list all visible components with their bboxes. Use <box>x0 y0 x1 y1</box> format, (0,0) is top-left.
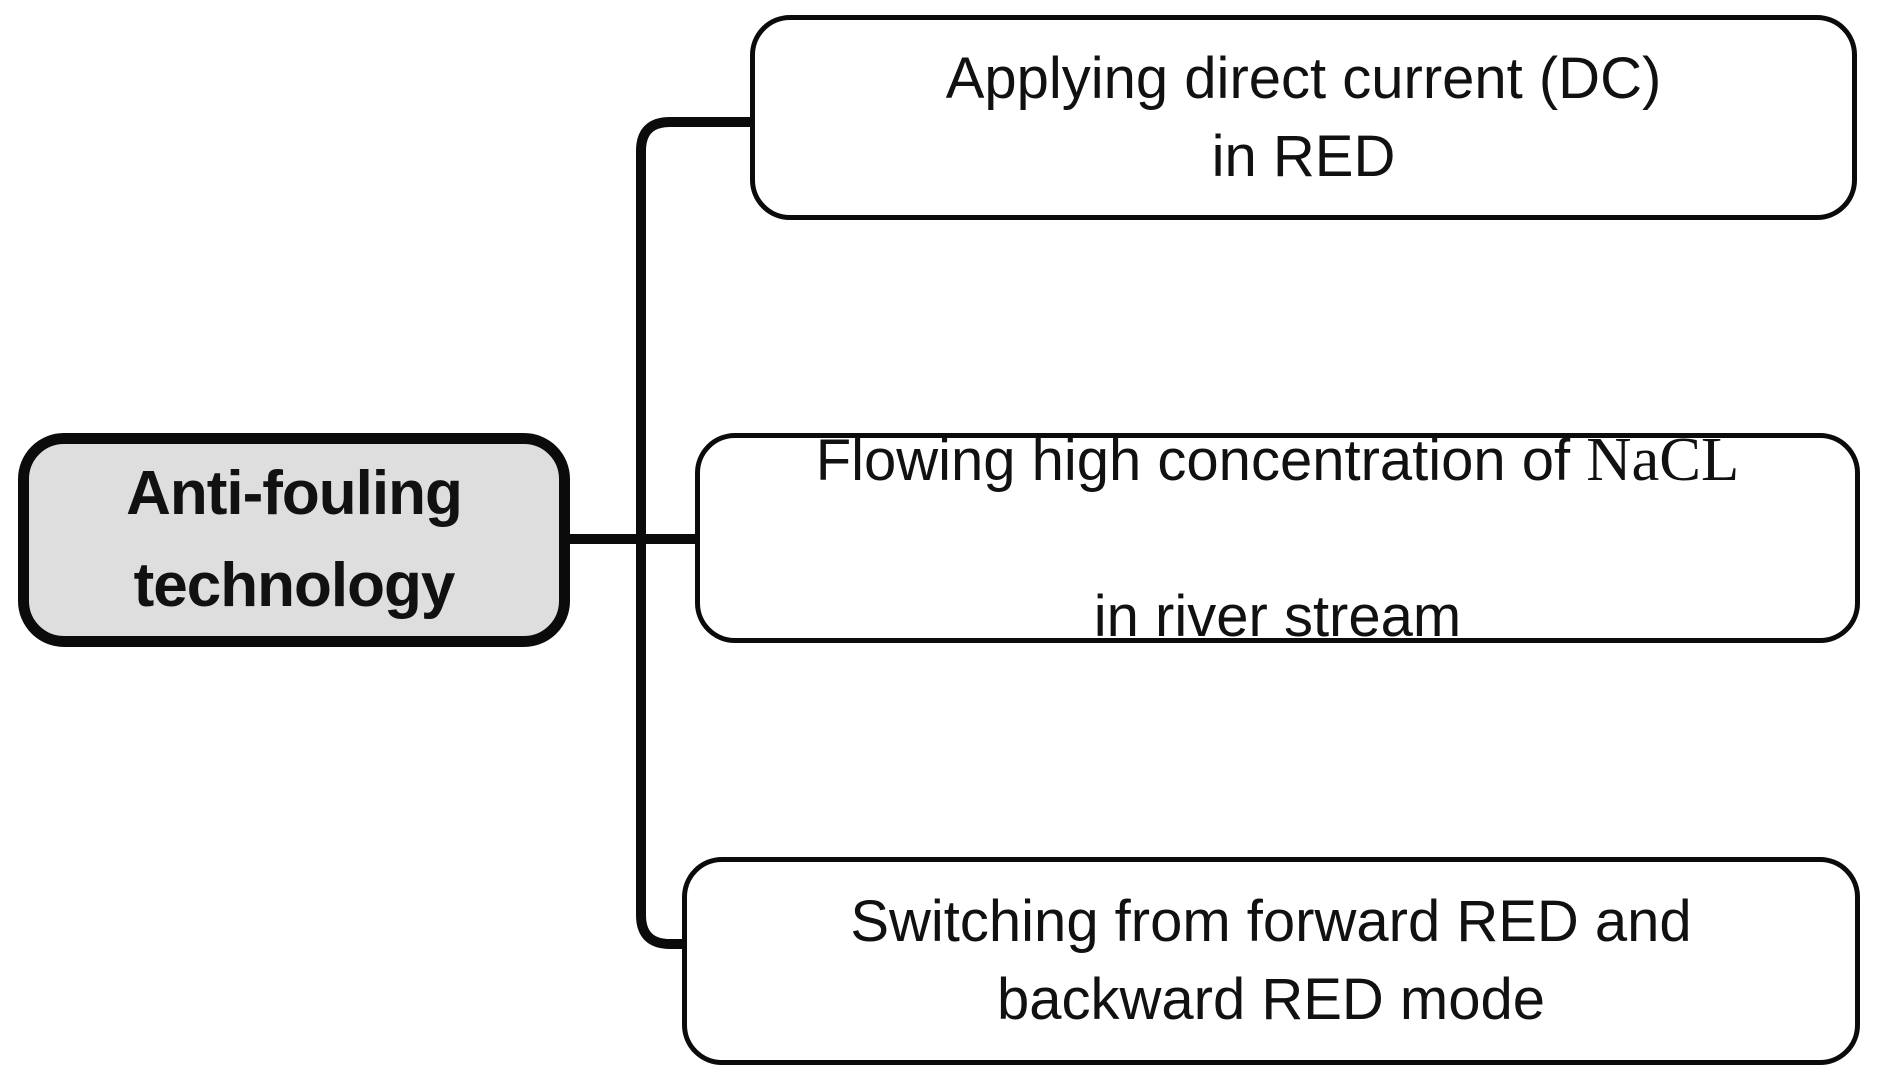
root-node-label: Anti-fouling technology <box>126 459 463 620</box>
branch-line-1: Flowing high concentration of NaCL <box>816 420 1740 500</box>
nacl-chemical-formula-text: NaCL <box>1586 424 1740 494</box>
branch-line-1-text: Flowing high concentration of <box>815 428 1587 493</box>
branch-node-nacl-flow: Flowing high concentration of NaCL in ri… <box>695 424 1860 649</box>
branch-node-label: Switching from forward RED and backward … <box>850 889 1692 1032</box>
root-node-anti-fouling-technology: Anti-fouling technology <box>18 433 570 647</box>
branch-node-label: Flowing high concentration of NaCL in ri… <box>796 342 1760 734</box>
branch-node-direct-current: Applying direct current (DC) in RED <box>750 15 1857 220</box>
trunk-connector <box>636 117 754 949</box>
branch-node-red-mode-switching: Switching from forward RED and backward … <box>682 857 1860 1065</box>
branch-line-2: in river stream <box>1093 584 1462 649</box>
branch-node-label: Applying direct current (DC) in RED <box>945 45 1662 189</box>
